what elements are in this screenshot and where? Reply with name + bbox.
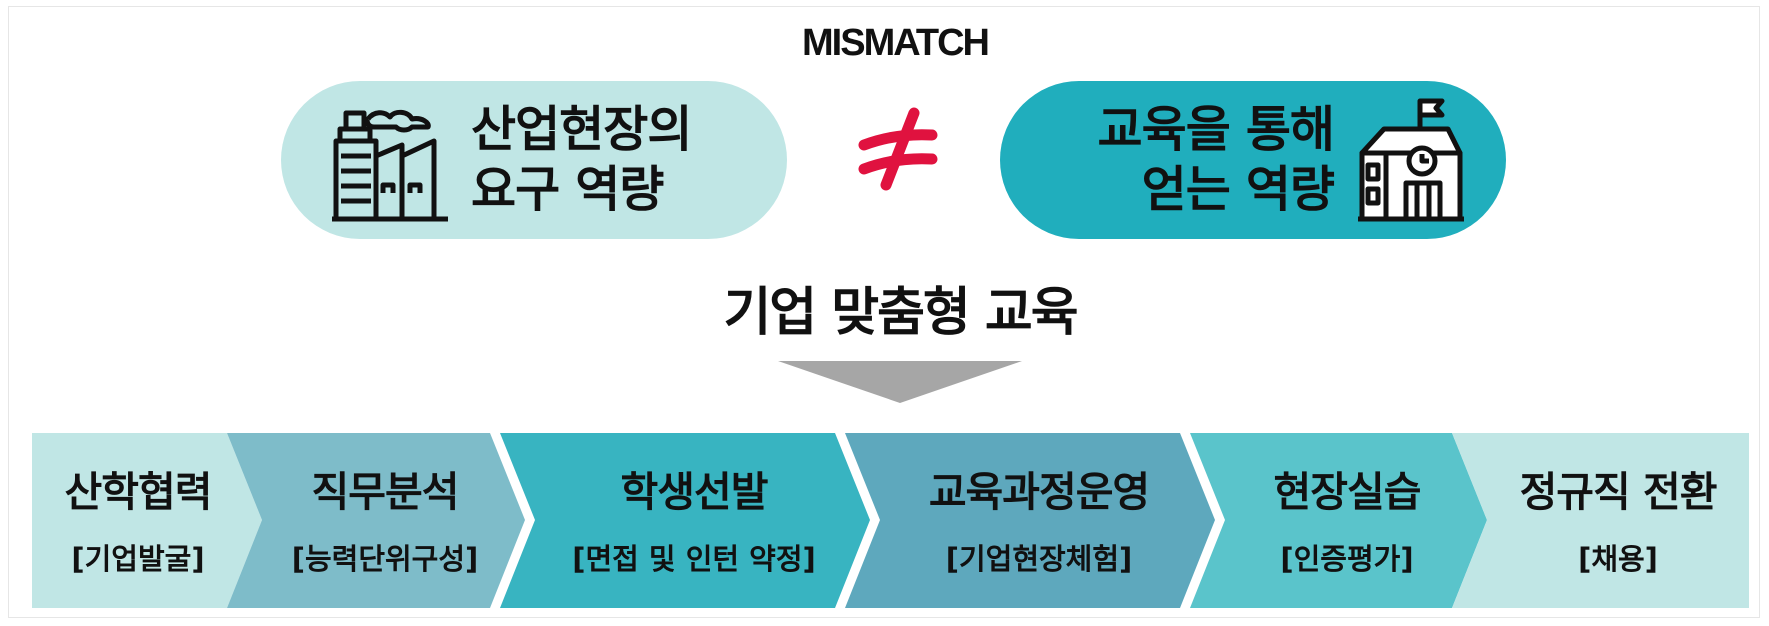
school-icon [1358,98,1464,222]
step-label-3: 학생선발 [620,468,769,516]
factory-icon [332,109,448,222]
step-label-5: 현장실습 [1273,468,1422,516]
education-competency-line2: 얻는 역량 [1141,161,1335,218]
step-sub-1: [기업발굴] [71,542,205,576]
education-competency-text: 교육을 통해 얻는 역량 [1097,100,1335,220]
education-competency-pill: 교육을 통해 얻는 역량 [1000,81,1506,239]
step-shape-2 [227,433,525,608]
step-sub-5: [인증평가] [1280,542,1414,576]
step-shape-5 [1190,433,1487,608]
step-label-1: 산학협력 [64,468,213,516]
diagram-title: MISMATCH [802,22,990,64]
industry-competency-line1: 산업현장의 [471,101,692,158]
step-label-6: 정규직 전환 [1519,468,1718,516]
industry-competency-text: 산업현장의 요구 역량 [471,100,692,220]
diagram-frame [8,6,1760,618]
step-shape-1 [32,433,262,608]
step-sub-6: [채용] [1578,542,1658,576]
step-sub-3: [면접 및 인턴 약정] [572,542,816,576]
step-shape-3 [500,433,870,608]
step-label-2: 직무분석 [311,468,460,516]
education-competency-line1: 교육을 통해 [1097,101,1335,158]
industry-competency-line2: 요구 역량 [471,161,664,218]
down-triangle-icon [778,361,1022,403]
not-equal-icon [858,107,938,191]
step-sub-2: [능력단위구성] [291,542,479,576]
step-sub-4: [기업현장체험] [945,542,1133,576]
step-shape-6 [1452,433,1749,608]
step-shape-4 [845,433,1215,608]
custom-education-heading: 기업 맞춤형 교육 [723,283,1078,343]
step-label-4: 교육과정운영 [928,468,1150,516]
industry-competency-pill: 산업현장의 요구 역량 [281,81,787,239]
